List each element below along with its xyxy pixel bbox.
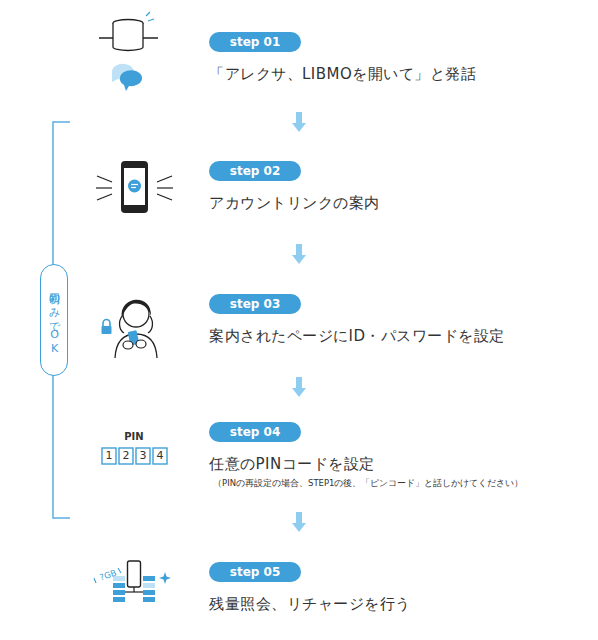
pin-digit: 3 <box>136 448 150 464</box>
flow-arrow <box>296 512 302 526</box>
pin-caption: PIN <box>120 430 148 444</box>
step-badge: step 05 <box>209 562 301 582</box>
phone-body <box>121 161 148 213</box>
pin-box <box>102 448 116 464</box>
sound-mark <box>148 19 154 21</box>
flow-arrow <box>296 377 302 391</box>
flow-arrow <box>296 244 302 258</box>
step-description: 任意のPINコードを設定 <box>209 454 585 474</box>
pin-box <box>153 448 167 464</box>
data-amount-label: ?GB <box>95 566 122 585</box>
bracket-label-pill: 初回のみでOK <box>40 264 68 376</box>
step-block: step 02 アカウントリンクの案内 <box>205 132 585 244</box>
lock-body <box>102 326 112 334</box>
vibration-line <box>97 194 112 200</box>
step-badge: step 01 <box>209 32 301 52</box>
step-description: アカウントリンクの案内 <box>209 193 585 213</box>
phone-outline <box>128 561 141 587</box>
vibration-line <box>157 187 173 188</box>
pin-box <box>136 448 150 464</box>
step-badge: step 02 <box>209 161 301 181</box>
sparkle <box>159 572 171 584</box>
pin-digit: 1 <box>102 448 116 464</box>
data-bar <box>143 597 155 602</box>
pin-box <box>119 448 133 464</box>
pin-digit: 4 <box>153 448 167 464</box>
speaker-body <box>113 23 143 51</box>
chat-icon <box>128 180 141 193</box>
step-badge: step 03 <box>209 294 301 314</box>
step-block: step 01 「アレクサ、LIBMOを開いて」と発話 <box>205 20 585 112</box>
person-hair <box>122 300 151 318</box>
data-bar <box>113 597 125 602</box>
bracket-label: 初回のみでOK <box>47 284 61 356</box>
chat-line <box>131 187 136 188</box>
data-bar <box>113 590 125 595</box>
step-block: step 05 残量照会、リチャージを行う <box>205 532 585 625</box>
step-description: 「アレクサ、LIBMOを開いて」と発話 <box>209 64 585 84</box>
data-bar <box>113 583 125 588</box>
person-hand <box>123 341 133 349</box>
vibration-line <box>97 176 112 182</box>
step-badge: step 04 <box>209 422 301 442</box>
pin-digit: 2 <box>119 448 133 464</box>
vibration-line <box>157 194 172 200</box>
connector-line <box>133 587 134 592</box>
phone-screen <box>124 168 145 205</box>
step-description: 案内されたページにID・パスワードを設定 <box>209 326 585 346</box>
person-hair <box>148 316 152 333</box>
data-bar <box>143 590 155 595</box>
flow-arrow <box>296 112 302 126</box>
step-block: step 04 任意のPINコードを設定 （PINの再設定の場合、STEP1の後、「… <box>205 397 585 512</box>
data-bar <box>143 576 155 581</box>
emphasis-mark <box>94 578 96 583</box>
vibration-line <box>96 187 112 188</box>
speech-bubble <box>120 70 142 91</box>
lock-shackle <box>103 320 110 326</box>
step-block: step 03 案内されたページにID・パスワードを設定 <box>205 264 585 377</box>
vibration-line <box>157 176 172 182</box>
sound-mark <box>146 12 150 16</box>
step-note: （PINの再設定の場合、STEP1の後、「ピンコード」と話しかけてください） <box>213 476 585 490</box>
chat-line <box>131 184 138 185</box>
data-bar <box>143 583 155 588</box>
step-description: 残量照会、リチャージを行う <box>209 594 585 614</box>
emphasis-mark <box>118 568 121 573</box>
person-hair <box>120 316 124 333</box>
person-hand <box>136 340 146 348</box>
